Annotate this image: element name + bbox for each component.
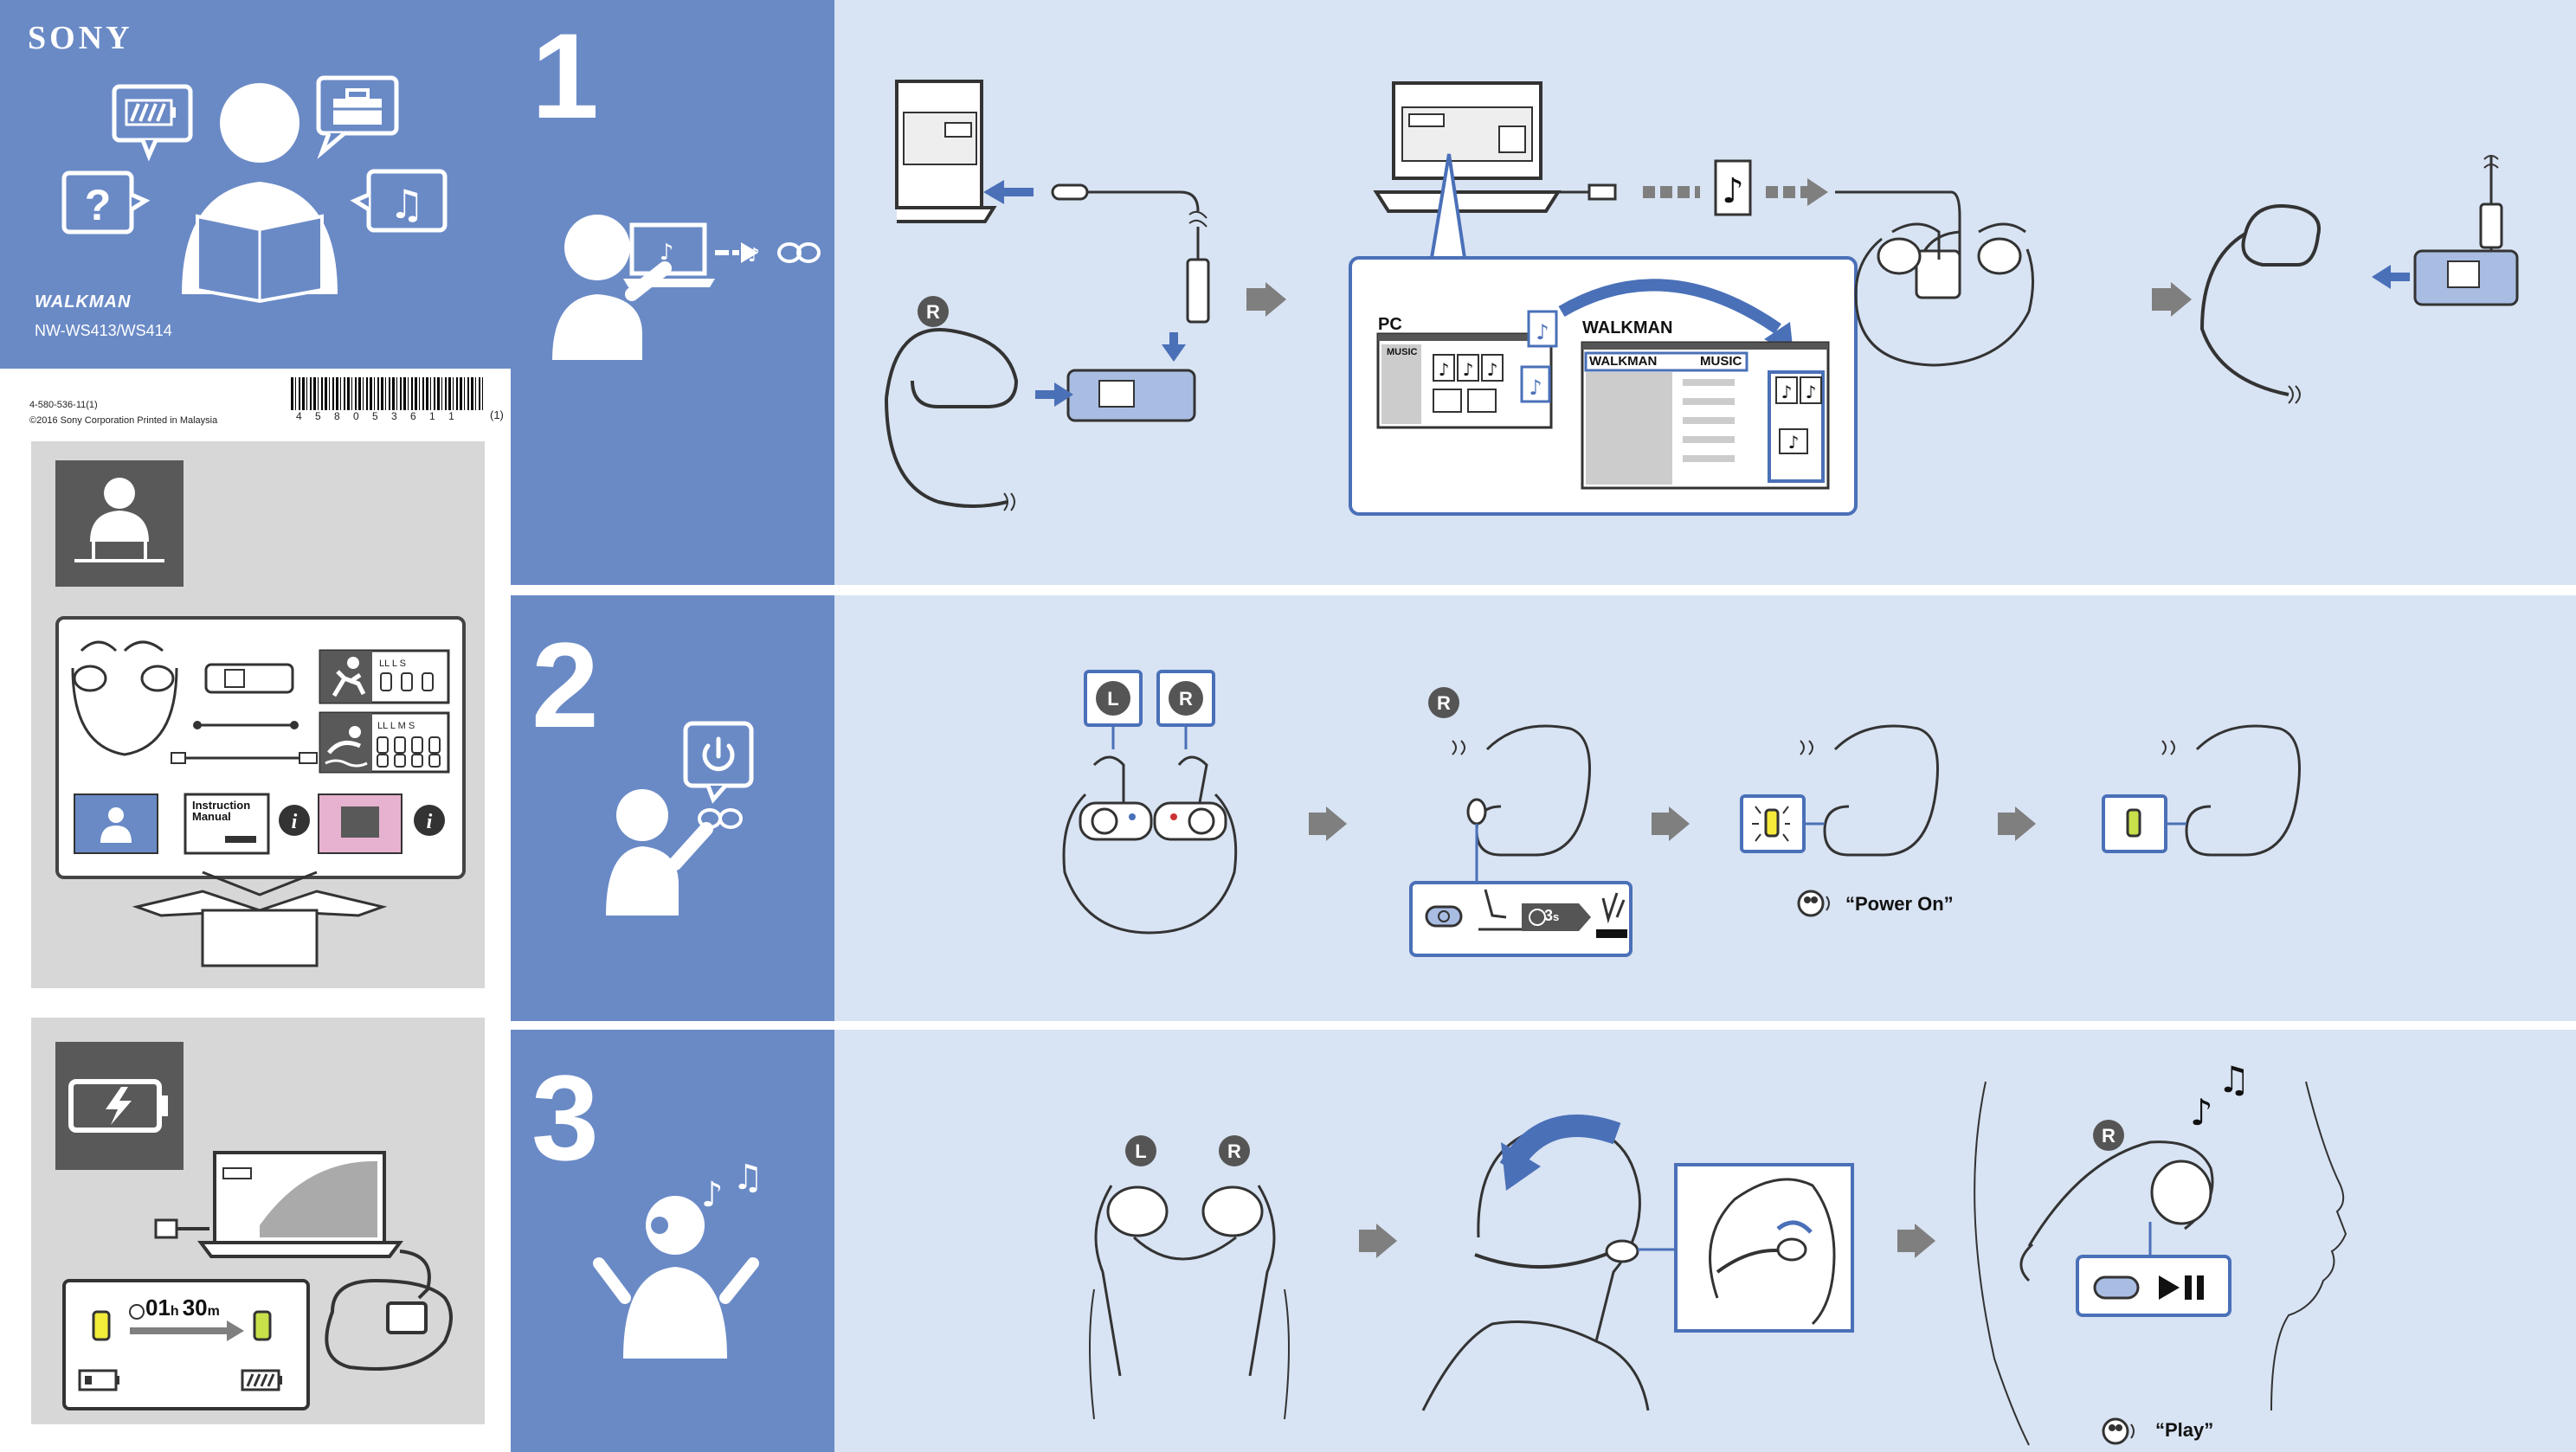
hold-time-label: 3s — [1544, 907, 1559, 925]
barcode-digits: 4 5 8 0 5 3 6 1 1 — [296, 410, 460, 422]
svg-text:i: i — [427, 811, 433, 833]
copyright: ©2016 Sony Corporation Printed in Malays… — [29, 415, 218, 426]
svg-text:?: ? — [85, 181, 112, 229]
hold-time: 3 — [1544, 907, 1554, 924]
walkman-label: WALKMAN — [1582, 318, 1673, 337]
step2-r-badge: R — [1179, 688, 1193, 710]
contents-items: LL L S LL L M S i i — [71, 640, 450, 967]
svg-text:♪: ♪ — [1788, 432, 1800, 453]
toolbox-icon — [316, 75, 399, 159]
charge-minutes: 30 — [182, 1295, 208, 1320]
step-1-column — [511, 0, 834, 585]
play-voice: “Play” — [2155, 1419, 2214, 1441]
unpack-icon — [74, 478, 164, 562]
step3-r-badge-2: R — [2102, 1125, 2116, 1147]
svg-text:♪: ♪ — [2190, 1091, 2213, 1134]
instruction-manual-label: Instruction Manual — [192, 799, 251, 823]
size-labels-1: LL L S — [379, 659, 406, 669]
step-3-illustration: L R R ♪ ♫ — [1089, 1058, 2347, 1446]
charge-h: h — [170, 1304, 179, 1319]
svg-text:♪: ♪ — [1487, 359, 1498, 380]
svg-text:♪: ♪ — [1529, 376, 1542, 400]
barcode — [291, 377, 483, 410]
step-2-column — [511, 595, 834, 1021]
pc-label: PC — [1378, 315, 1402, 334]
svg-text:♪: ♪ — [1722, 171, 1744, 211]
step-1-icon: ♪ ♪ — [552, 215, 821, 360]
svg-text:i: i — [292, 811, 298, 833]
step-1-number: 1 — [531, 8, 599, 144]
step-2-icon — [606, 721, 754, 916]
step-3-number: 3 — [531, 1050, 599, 1185]
svg-text:♪: ♪ — [1463, 359, 1474, 380]
svg-text:♪: ♪ — [748, 245, 760, 267]
charge-icon — [68, 1079, 168, 1133]
step3-l-badge: L — [1135, 1140, 1146, 1162]
part-number: 4-580-536-11(1) — [29, 400, 98, 410]
charge-hours: 01 — [145, 1295, 171, 1320]
music-tab: MUSIC — [1700, 354, 1742, 369]
step2-r-badge-2: R — [1437, 692, 1451, 714]
music-note-icon: ♫ — [350, 169, 448, 233]
step-2-illustration: L R R — [1062, 670, 2301, 957]
charging-illustration — [62, 1151, 453, 1410]
step-2-number: 2 — [531, 617, 599, 753]
speaker-icon — [1797, 890, 1830, 917]
svg-text:♫: ♫ — [2218, 1058, 2251, 1101]
step-3-icon: ♪ ♫ — [593, 1160, 763, 1359]
power-on-voice: “Power On” — [1845, 893, 1954, 915]
model-number: NW-WS413/WS414 — [35, 322, 172, 339]
walkman-tab: WALKMAN — [1589, 354, 1657, 369]
step-1-illustration: R ♪ MUSIC ♪ ♪ ♪ ♪ ♪ ♪ ♪ ♪ — [885, 80, 2519, 516]
size-labels-2: LL L M S — [377, 721, 415, 731]
step3-r-badge: R — [1227, 1140, 1241, 1162]
power-icon — [683, 721, 754, 804]
question-icon: ? — [61, 170, 151, 235]
music-tab-label: MUSIC — [1700, 354, 1742, 369]
walkman-logo: WALKMAN — [35, 292, 132, 312]
step2-l-badge: L — [1107, 688, 1118, 710]
speaker-icon-2 — [2102, 1417, 2135, 1445]
svg-text:♪: ♪ — [1781, 382, 1793, 402]
battery-icon — [112, 84, 193, 162]
svg-text:♫: ♫ — [389, 181, 424, 228]
svg-text:♫: ♫ — [732, 1160, 763, 1198]
charge-m: m — [207, 1304, 220, 1319]
hold-unit: s — [1553, 910, 1560, 923]
svg-text:♪: ♪ — [660, 240, 674, 266]
walkman-tab-label: WALKMAN — [1589, 354, 1658, 369]
sony-logo: SONY — [28, 20, 133, 56]
svg-text:♪: ♪ — [1806, 382, 1817, 402]
cover-illustration: ? ♫ — [61, 75, 448, 304]
svg-text:♪: ♪ — [1536, 320, 1549, 344]
svg-text:♪: ♪ — [701, 1175, 724, 1215]
svg-text:♪: ♪ — [1439, 359, 1450, 380]
pc-music-folder: MUSIC — [1387, 347, 1418, 357]
barcode-suffix: (1) — [490, 408, 504, 421]
step1-r-badge: R — [926, 301, 940, 323]
